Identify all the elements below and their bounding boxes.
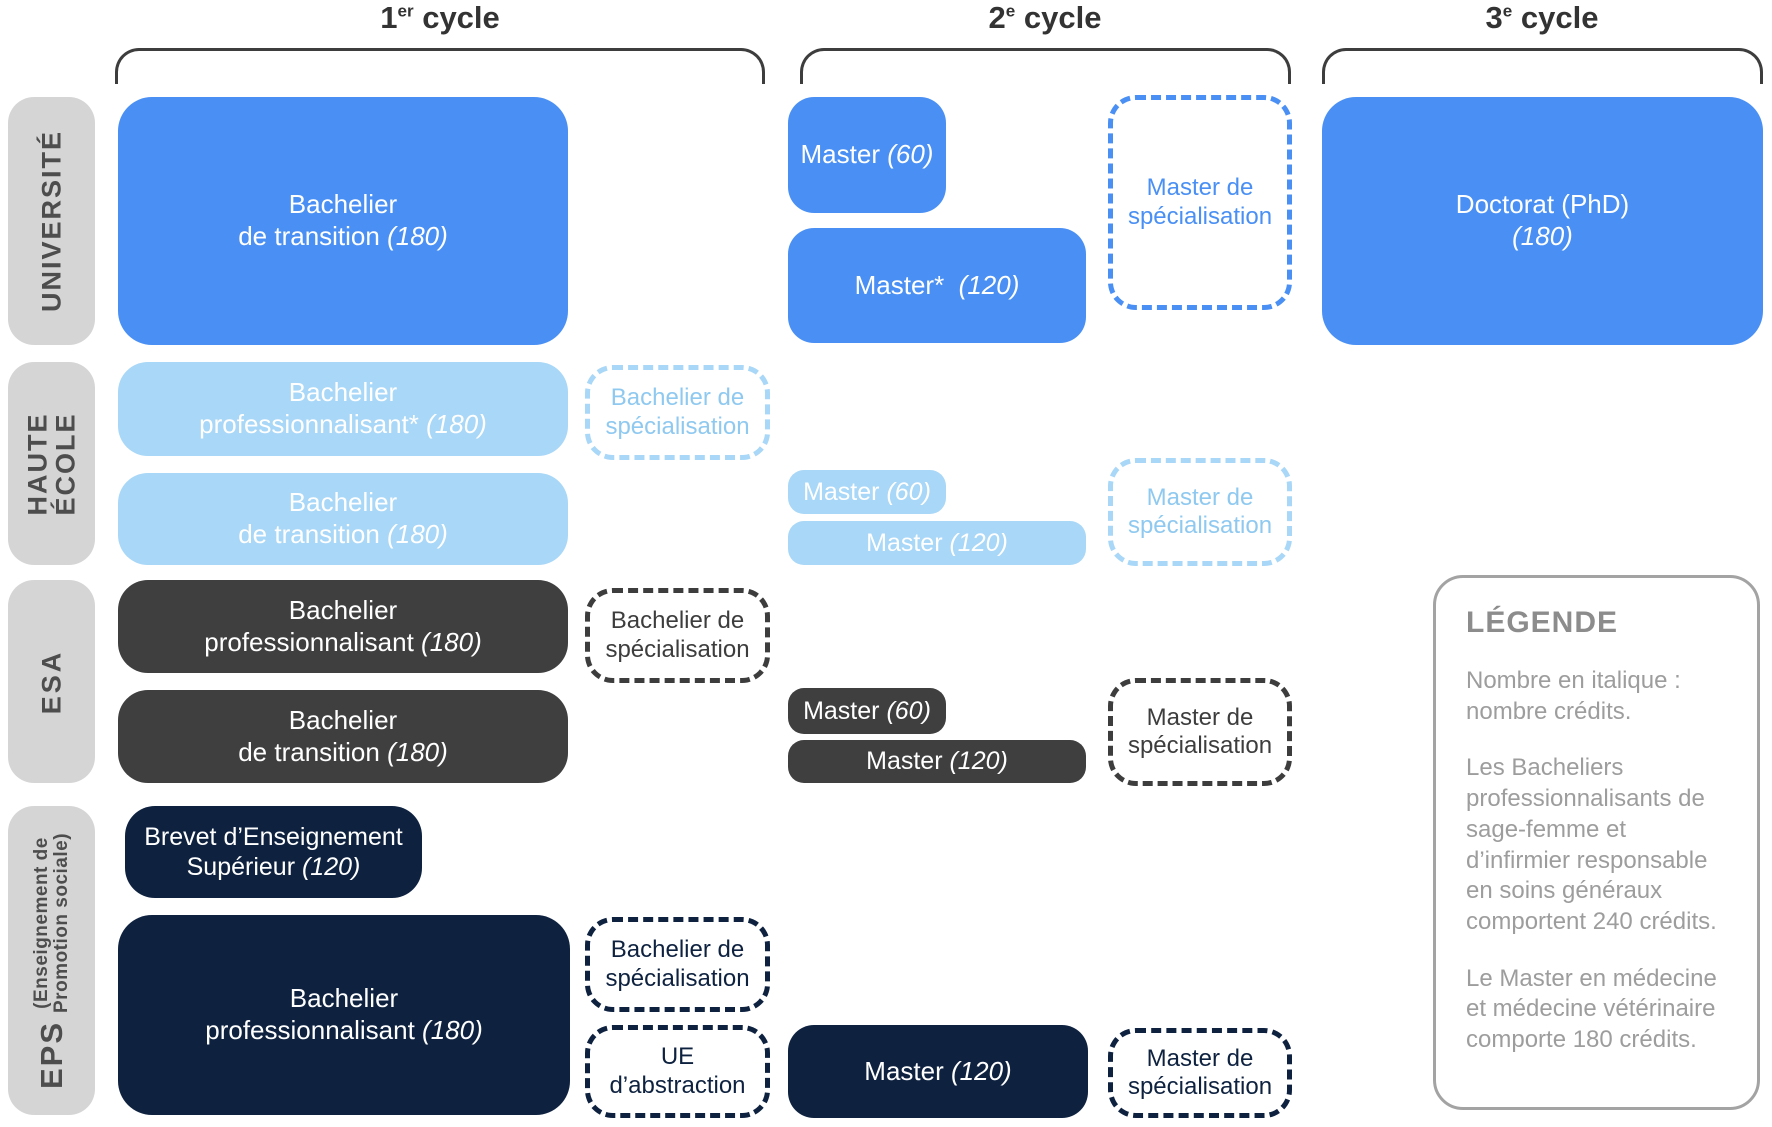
box-eps-master-specialisation: Master de spécialisation bbox=[1108, 1028, 1292, 1118]
box-he-master-specialisation: Master de spécialisation bbox=[1108, 458, 1292, 566]
box-esa-bachelier-specialisation: Bachelier de spécialisation bbox=[585, 588, 770, 683]
bracket-3e-cycle bbox=[1322, 48, 1763, 84]
legend-panel: LÉGENDE Nombre en italique : nombre créd… bbox=[1433, 575, 1760, 1110]
row-label-eps: EPS (Enseignement de Promotion sociale) bbox=[8, 806, 95, 1115]
legend-note-bacheliers-240: Les Bacheliers professionnalisants de sa… bbox=[1466, 754, 1717, 936]
legend-note-credits: Nombre en italique : nombre crédits. bbox=[1466, 667, 1681, 725]
box-eps-ue-abstraction: UE d’abstraction bbox=[585, 1025, 770, 1118]
box-he-master-120: Master (120) bbox=[788, 521, 1086, 565]
box-he-bachelier-professionnalisant: Bachelier professionnalisant* (180) bbox=[118, 362, 568, 456]
box-he-master-60: Master (60) bbox=[788, 470, 946, 514]
box-esa-bachelier-professionnalisant: Bachelier professionnalisant (180) bbox=[118, 580, 568, 673]
box-eps-master-120: Master (120) bbox=[788, 1025, 1088, 1118]
box-univ-bachelier-transition: Bachelier de transition (180) bbox=[118, 97, 568, 345]
box-esa-master-120: Master (120) bbox=[788, 740, 1086, 783]
box-univ-master-60: Master (60) bbox=[788, 97, 946, 213]
column-header-1er-cycle: 1er cycle bbox=[380, 0, 500, 35]
box-esa-master-specialisation: Master de spécialisation bbox=[1108, 678, 1292, 786]
column-header-2e-cycle: 2e cycle bbox=[988, 0, 1102, 35]
bracket-2e-cycle bbox=[800, 48, 1291, 84]
box-eps-bachelier-professionnalisant: Bachelier professionnalisant (180) bbox=[118, 915, 570, 1115]
box-eps-bachelier-specialisation: Bachelier de spécialisation bbox=[585, 917, 770, 1012]
box-he-bachelier-specialisation: Bachelier de spécialisation bbox=[585, 365, 770, 460]
box-he-bachelier-transition: Bachelier de transition (180) bbox=[118, 473, 568, 565]
row-label-esa: ESA bbox=[8, 580, 95, 783]
bracket-1er-cycle bbox=[115, 48, 765, 84]
legend-title: LÉGENDE bbox=[1466, 606, 1619, 639]
row-label-universite: UNIVERSITÉ bbox=[8, 97, 95, 345]
box-doctorat-phd: Doctorat (PhD) (180) bbox=[1322, 97, 1763, 345]
box-eps-brevet-enseignement-superieur: Brevet d’Enseignement Supérieur (120) bbox=[125, 806, 422, 898]
box-univ-master-120: Master* (120) bbox=[788, 228, 1086, 343]
column-header-3e-cycle: 3e cycle bbox=[1485, 0, 1599, 35]
row-label-haute-ecole: HAUTE ÉCOLE bbox=[8, 362, 95, 565]
legend-note-master-medecine-180: Le Master en médecine et médecine vétéri… bbox=[1466, 964, 1717, 1054]
box-esa-bachelier-transition: Bachelier de transition (180) bbox=[118, 690, 568, 783]
box-esa-master-60: Master (60) bbox=[788, 688, 946, 734]
box-univ-master-specialisation: Master de spécialisation bbox=[1108, 95, 1292, 310]
